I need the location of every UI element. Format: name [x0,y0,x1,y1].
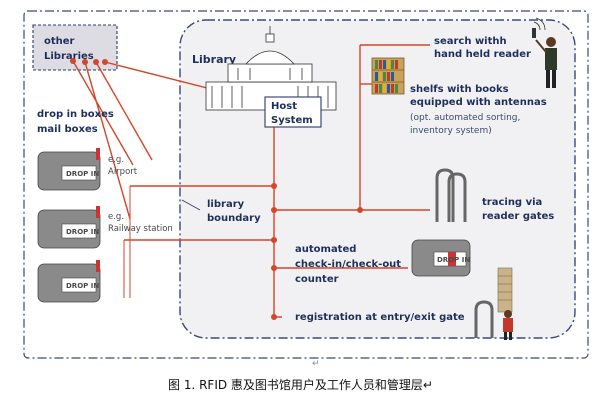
library-boundary-label: library boundary [207,199,261,224]
other-libraries-label: other Libraries [44,36,94,62]
mailbox-3-label: DROP IN [66,282,99,290]
checkin-machine-icon [411,239,471,277]
person-hand-reader-icon [532,17,557,88]
mailbox-icon-2 [37,206,101,249]
reader-gates-icon [435,168,467,222]
person-book-stack-icon [497,267,513,340]
checkin-label: automated check-in/check-out counter [295,244,405,285]
host-system-label: Host System [271,101,313,126]
network-nodes [70,58,363,320]
registration-label: registration at entry/exit gate [295,312,465,323]
rfid-library-diagram: other Libraries Library [23,10,589,359]
drop-in-boxes-label: drop in boxes mail boxes [37,109,117,135]
mailbox-2-label: DROP IN [66,228,99,236]
railway-label: e.g. Railway station [108,212,173,234]
shelves-note: (opt. automated sorting, inventory syste… [410,113,523,136]
mailbox-icon-1 [37,148,101,191]
mailbox-1-label: DROP IN [66,170,99,178]
mailbox-icon-3 [37,260,101,303]
bookshelf-icon [371,57,405,95]
box-brackets [123,186,131,298]
search-label: search withh hand held reader [434,36,531,60]
checkin-machine-label: DROP IN [437,256,470,264]
boundary-pointer [181,199,201,211]
library-title: Library [192,53,236,66]
entry-gate-icon [474,300,494,338]
outer-frame [23,10,589,359]
host-system-box [264,96,322,128]
figure-caption: 图 1. RFID 惠及图书馆用户及工作人员和管理层↵ [168,378,433,392]
reader-gates-label: tracing via reader gates [482,197,554,222]
airport-label: e.g. Airport [108,155,138,177]
shelves-label: shelfs with books equipped with antennas [410,84,547,108]
paragraph-mark: ↵ [312,359,320,369]
